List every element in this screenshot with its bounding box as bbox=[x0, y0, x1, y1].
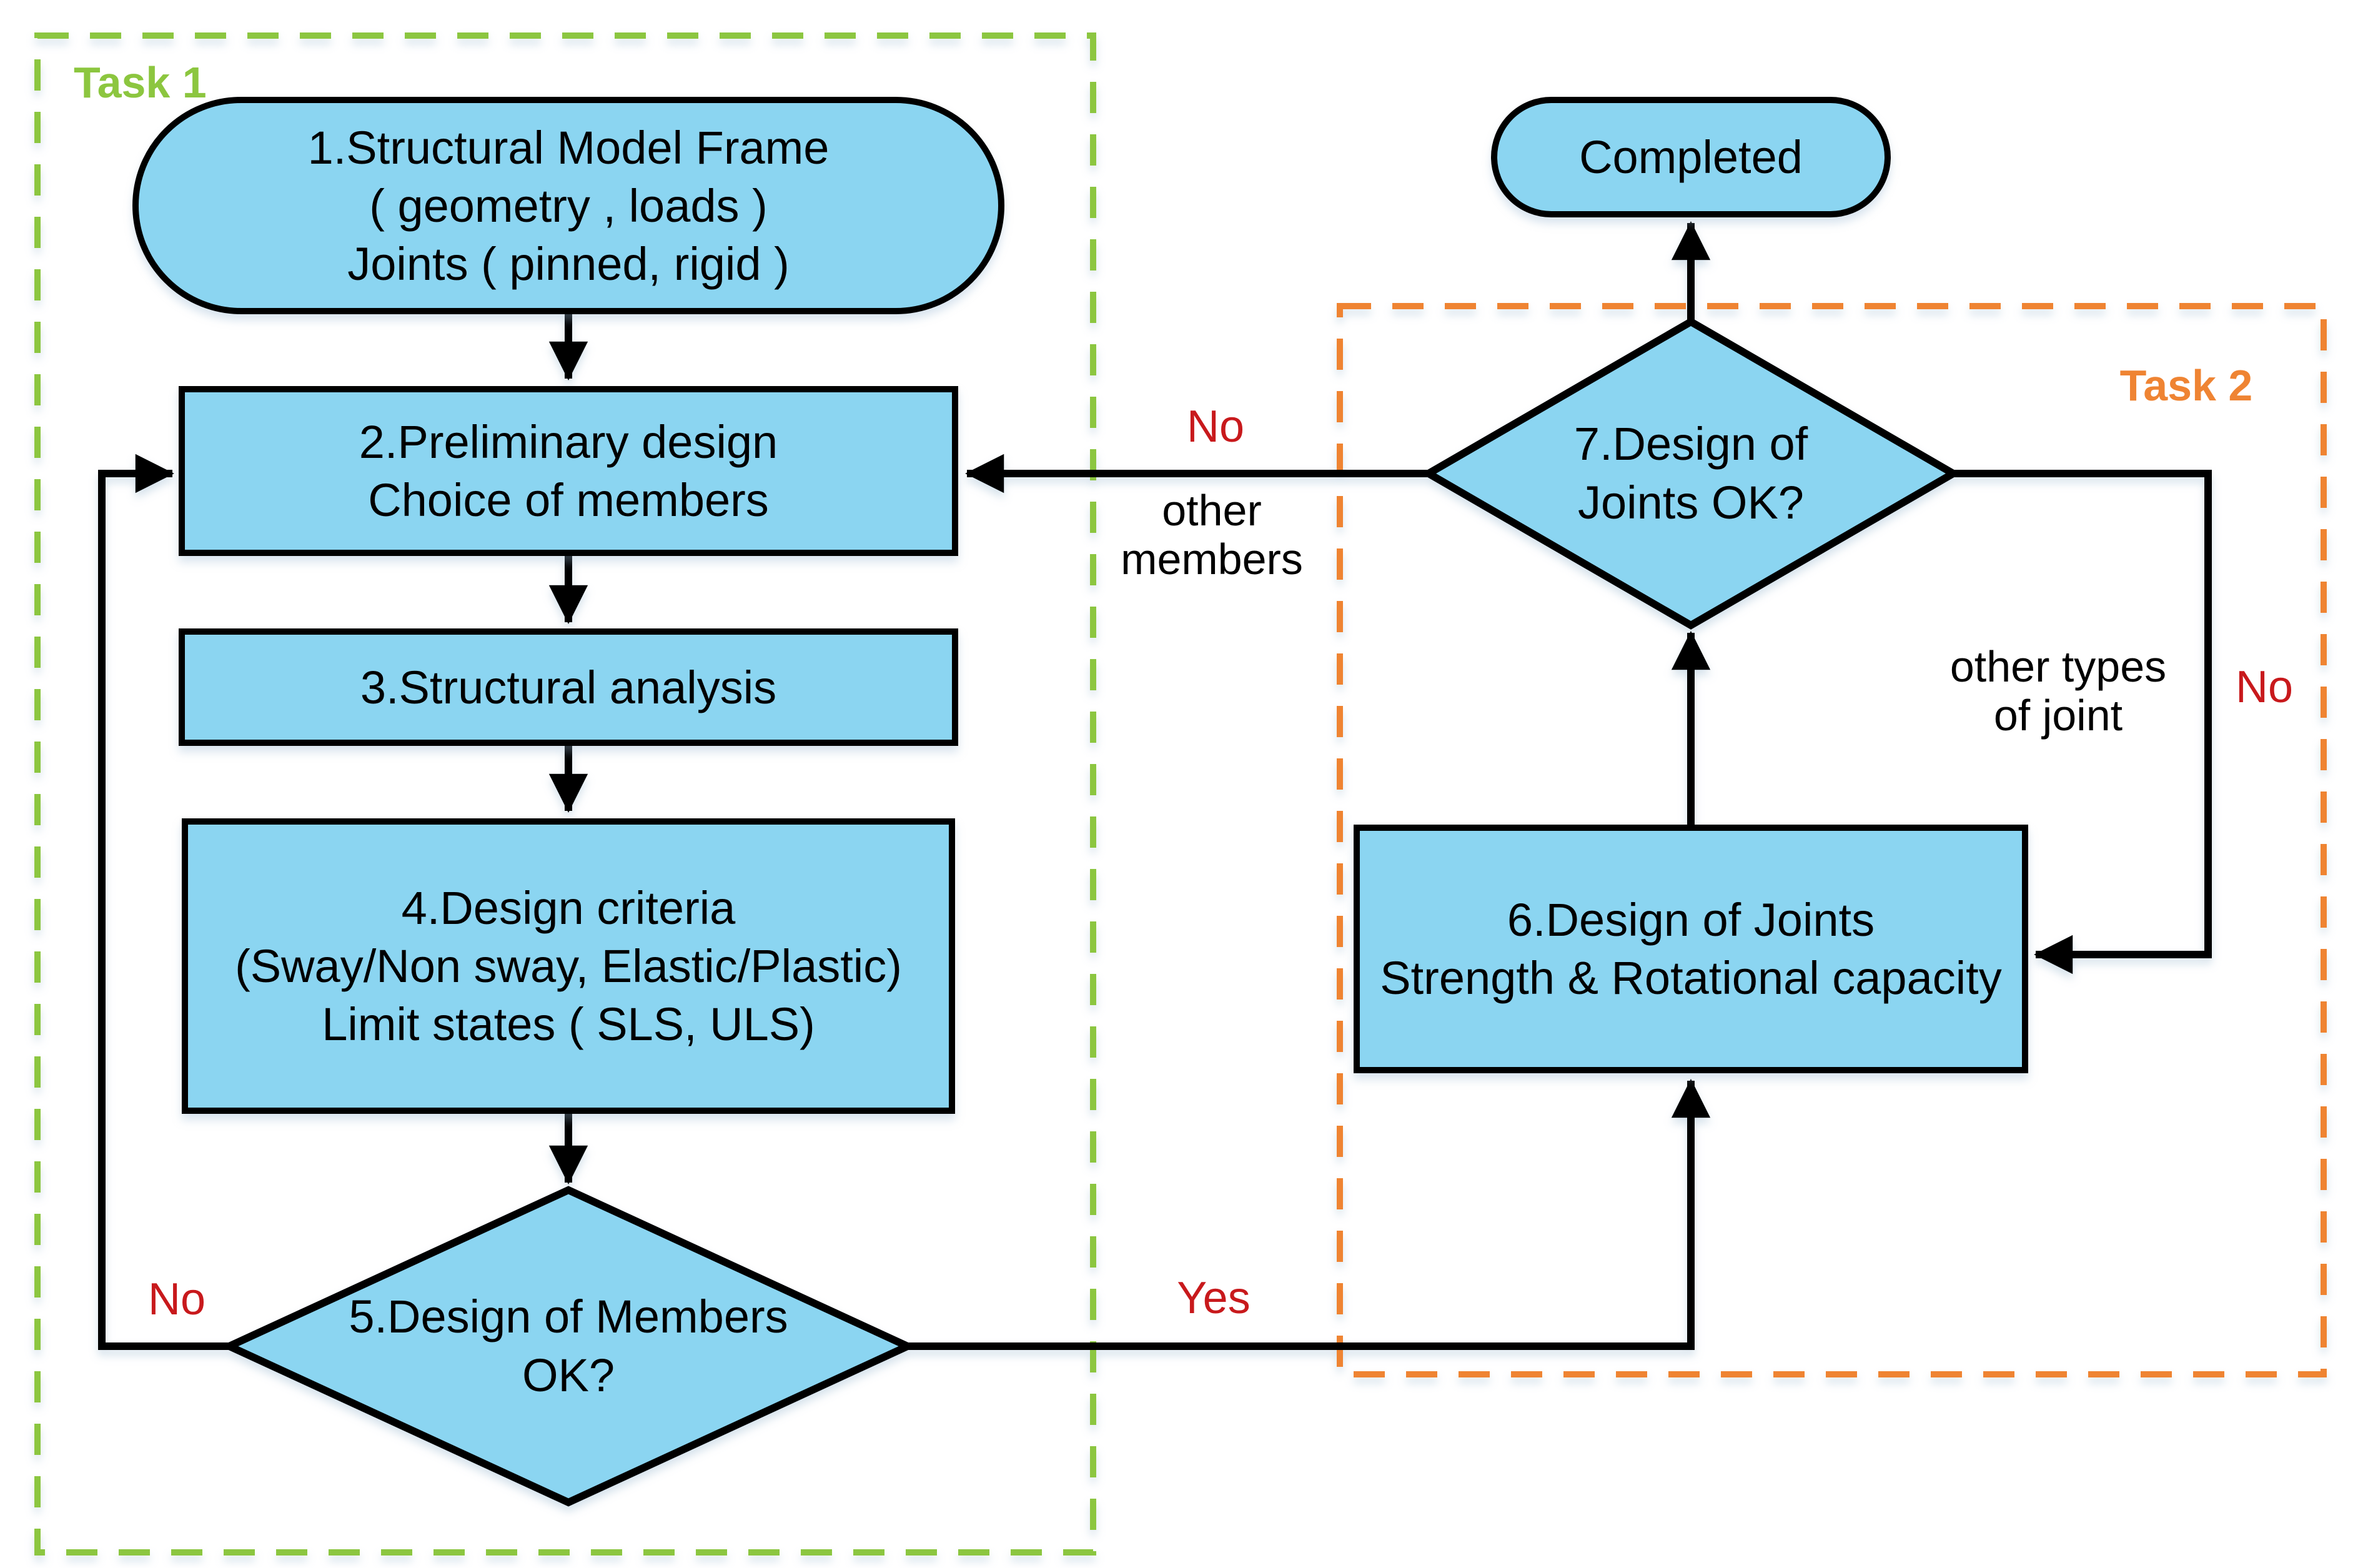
task2-boundary bbox=[1337, 303, 2327, 1377]
node-line: 4.Design criteria bbox=[401, 882, 736, 934]
node-line: Completed bbox=[1579, 131, 1803, 183]
label-task1: Task 1 bbox=[74, 58, 207, 107]
node-design-of-joints: 6.Design of Joints Strength & Rotational… bbox=[1354, 825, 2028, 1073]
edge-members-yes-to-joints-design bbox=[908, 1078, 1711, 1350]
edge-label-other-members: other members bbox=[1121, 486, 1303, 583]
edge-label-no-to-preliminary: No bbox=[1186, 402, 1245, 452]
node-line: OK? bbox=[522, 1349, 615, 1401]
edge-label-no-members-loop: No bbox=[147, 1274, 206, 1324]
node-line: 1.Structural Model Frame bbox=[307, 121, 830, 174]
node-line: ( geometry , loads ) bbox=[369, 179, 768, 232]
node-line: Joints OK? bbox=[1578, 477, 1804, 528]
edge-members-no-loop bbox=[98, 454, 229, 1350]
label-task2: Task 2 bbox=[2119, 361, 2253, 410]
decision-members-ok-shape bbox=[220, 1186, 917, 1507]
node-design-criteria: 4.Design criteria (Sway/Non sway, Elasti… bbox=[182, 818, 955, 1114]
edge-joints-no-other-types-loop bbox=[1953, 470, 2212, 975]
node-line: Choice of members bbox=[368, 474, 769, 526]
node-line: 3.Structural analysis bbox=[360, 661, 777, 713]
node-preliminary-design: 2.Preliminary design Choice of members bbox=[179, 386, 958, 556]
node-line: Limit states ( SLS, ULS) bbox=[322, 998, 815, 1050]
node-line: (Sway/Non sway, Elastic/Plastic) bbox=[235, 940, 902, 992]
decision-joints-ok-label: 7.Design of Joints OK? bbox=[1535, 383, 1847, 564]
node-line: 2.Preliminary design bbox=[359, 416, 778, 468]
decision-members-ok-label: 5.Design of Members OK? bbox=[319, 1256, 818, 1437]
edge-label-yes: Yes bbox=[1177, 1273, 1251, 1323]
node-line: 6.Design of Joints bbox=[1507, 894, 1875, 946]
node-structural-analysis: 3.Structural analysis bbox=[179, 628, 958, 746]
decision-joints-ok-shape bbox=[1421, 317, 1961, 630]
node-line: Joints ( pinned, rigid ) bbox=[347, 237, 790, 290]
node-line: Strength & Rotational capacity bbox=[1380, 952, 2002, 1004]
task1-boundary bbox=[34, 32, 1096, 1556]
node-line: 5.Design of Members bbox=[349, 1291, 788, 1342]
edge-label-no-joints-loop: No bbox=[2235, 662, 2294, 712]
node-completed: Completed bbox=[1491, 97, 1891, 217]
node-structural-model: 1.Structural Model Frame ( geometry , lo… bbox=[132, 97, 1004, 314]
edge-label-other-types-of-joint: other types of joint bbox=[1949, 642, 2167, 740]
node-line: 7.Design of bbox=[1573, 418, 1808, 470]
